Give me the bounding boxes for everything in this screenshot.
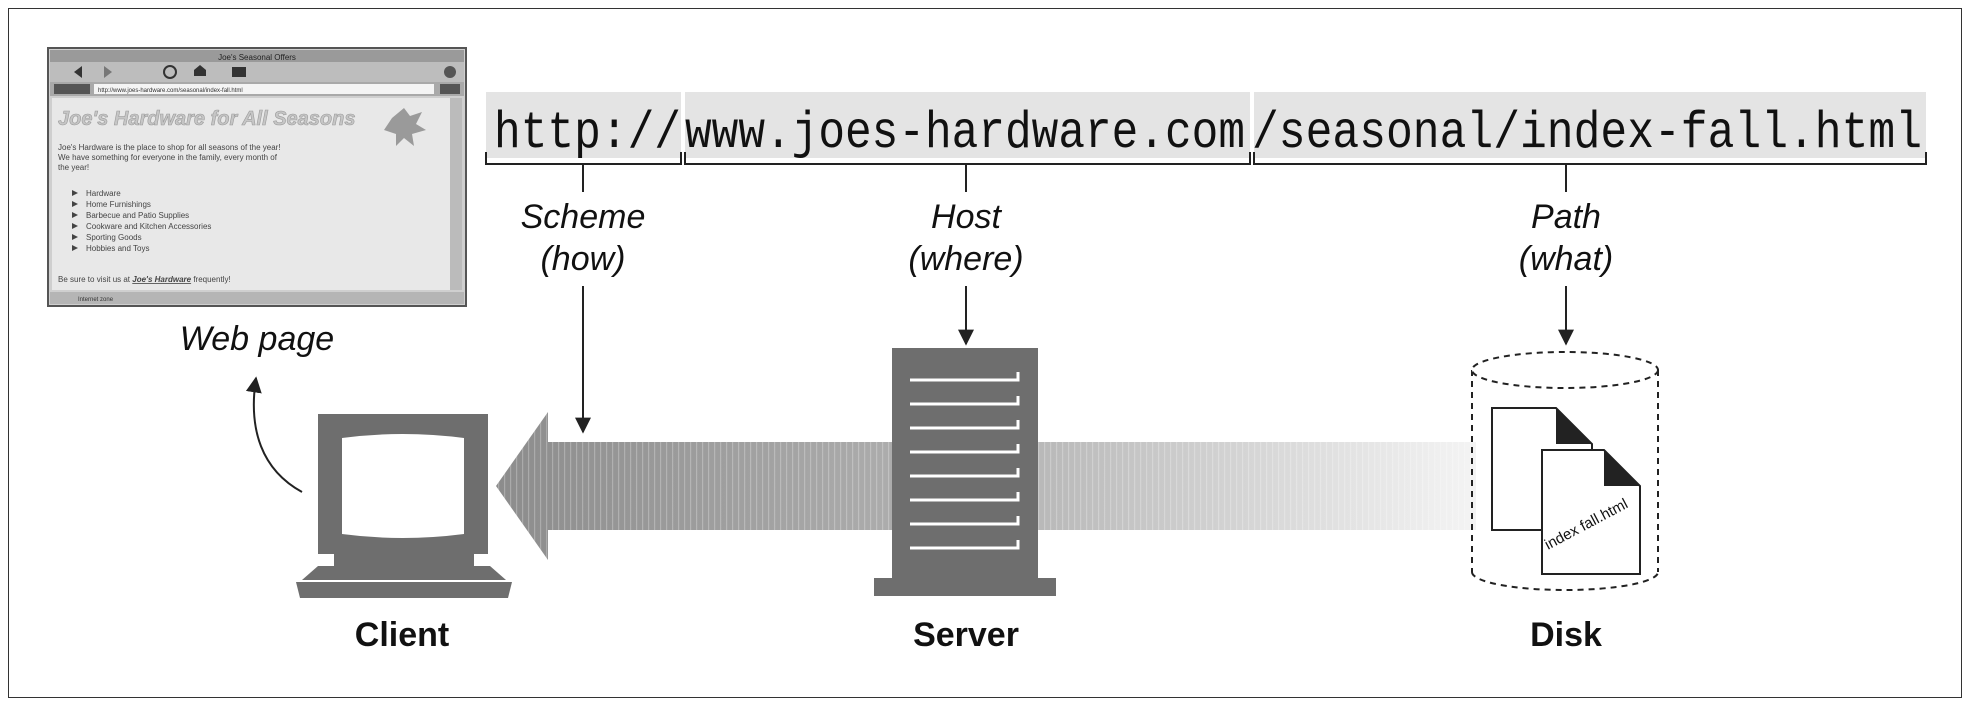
status-text: Internet zone	[78, 297, 114, 303]
go-button[interactable]	[440, 84, 460, 94]
host-bracket	[684, 152, 1251, 165]
path-sublabel: (what)	[1519, 240, 1613, 278]
url-part-labels: Scheme (how) Host (where) Path (what)	[521, 198, 1614, 278]
disk-label: Disk	[1530, 616, 1602, 654]
page-intro: Joe's Hardware is the place to shop for …	[58, 143, 281, 172]
svg-text:Joe's Hardware is the place to: Joe's Hardware is the place to shop for …	[58, 143, 281, 152]
forward-icon[interactable]	[104, 66, 112, 78]
browser-toolbar	[50, 62, 464, 82]
scheme-label: Scheme	[521, 198, 646, 236]
list-bullet-icon	[72, 245, 78, 251]
host-sublabel: (where)	[908, 240, 1023, 278]
list-bullet-icon	[72, 190, 78, 196]
scheme-sublabel: (how)	[540, 240, 625, 278]
address-field[interactable]	[94, 84, 434, 94]
list-bullet-icon	[72, 201, 78, 207]
server-label: Server	[913, 616, 1019, 654]
list-item[interactable]: Hobbies and Toys	[86, 244, 149, 253]
path-bracket	[1253, 152, 1927, 165]
list-bullet-icon	[72, 234, 78, 240]
web-page-thumbnail: Joe's Seasonal Offers http://www.joes-ha…	[47, 47, 467, 307]
disk-icon	[1471, 351, 1659, 591]
browser-window-title: Joe's Seasonal Offers	[218, 53, 296, 62]
address-label-chip	[54, 84, 90, 94]
host-label: Host	[931, 198, 1002, 236]
status-bar	[50, 292, 464, 304]
page-heading: Joe's Hardware for All Seasons	[58, 108, 355, 130]
list-item[interactable]: Hardware	[86, 189, 121, 198]
leaf-icon	[384, 108, 426, 146]
url-bar: http:// www.joes-hardware.com /seasonal/…	[485, 92, 1927, 192]
file-icon-front: index fall.html	[1541, 449, 1641, 575]
diagram-frame	[8, 8, 1962, 698]
list-item[interactable]: Home Furnishings	[86, 200, 151, 209]
list-item[interactable]: Cookware and Kitchen Accessories	[86, 222, 211, 231]
server-icon	[874, 348, 1056, 596]
browser-content	[52, 98, 450, 290]
url-host: www.joes-hardware.com	[685, 104, 1245, 163]
list-bullet-icon	[72, 223, 78, 229]
list-item[interactable]: Barbecue and Patio Supplies	[86, 211, 189, 220]
client-label: Client	[355, 616, 449, 654]
web-page-arrow	[245, 376, 303, 493]
address-text: http://www.joes-hardware.com/seasonal/in…	[98, 88, 243, 94]
list-item[interactable]: Sporting Goods	[86, 233, 142, 242]
reload-icon[interactable]	[163, 65, 177, 79]
svg-text:the year!: the year!	[58, 163, 89, 172]
page-footer: Be sure to visit us at Joe's Hardware fr…	[58, 275, 231, 284]
home-icon[interactable]	[194, 65, 206, 76]
url-scheme-box	[486, 92, 681, 158]
client-computer-icon	[296, 414, 512, 598]
url-scheme: http://	[494, 104, 681, 163]
browser-title-bar	[50, 50, 464, 62]
url-path: /seasonal/index-fall.html	[1252, 104, 1922, 163]
web-page-label: Web page	[180, 320, 334, 358]
footer-link[interactable]: Joe's Hardware	[132, 275, 191, 284]
browser-scrollbar[interactable]	[450, 98, 462, 290]
browser-logo-icon	[444, 66, 456, 78]
url-host-box	[685, 92, 1250, 158]
back-icon[interactable]	[74, 66, 82, 78]
list-bullet-icon	[72, 212, 78, 218]
print-icon[interactable]	[232, 67, 246, 77]
path-label: Path	[1531, 198, 1601, 236]
svg-text:We have something for everyone: We have something for everyone in the fa…	[58, 153, 278, 162]
url-path-box	[1254, 92, 1926, 158]
